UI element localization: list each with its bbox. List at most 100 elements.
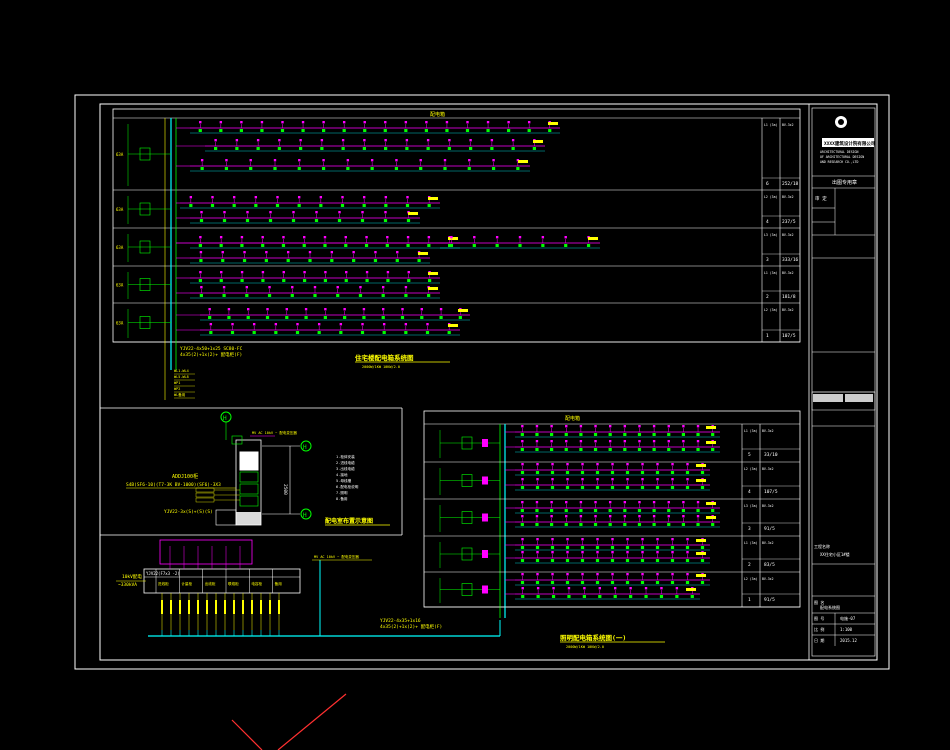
top-circuit-socket — [268, 286, 271, 289]
br-circuit-device — [520, 559, 525, 562]
br-circuit-socket — [521, 587, 524, 590]
top-row-phase: L2 (3a) — [764, 308, 778, 312]
svg-text:OF ARCHITECTURAL DESIGN: OF ARCHITECTURAL DESIGN — [820, 155, 864, 159]
br-circuit-socket — [667, 425, 670, 428]
br-circuit-device — [685, 486, 690, 489]
top-circuit-tag — [428, 197, 438, 200]
br-circuit-socket — [552, 587, 555, 590]
br-row-spec: BV-3x2 — [762, 577, 774, 581]
top-circuit-socket — [386, 236, 389, 239]
top-circuit-device — [235, 147, 239, 150]
top-circuit-socket — [342, 121, 346, 124]
top-circuit-socket — [303, 236, 306, 239]
top-circuit-socket — [200, 211, 203, 214]
top-circuit-device — [301, 129, 305, 132]
top-circuit-device — [297, 204, 301, 207]
br-circuit-socket — [521, 538, 524, 541]
br-circuit-device — [550, 581, 555, 584]
top-row-phase: L1 (3a) — [764, 123, 778, 127]
br-circuit-socket — [656, 573, 659, 576]
br-circuit-socket — [535, 440, 539, 443]
top-circuit-socket — [426, 323, 429, 326]
company-name: XXXX建筑设计院有限公司 — [824, 140, 876, 147]
top-circuit-tag — [548, 122, 558, 125]
br-row-value: 83/5 — [764, 562, 775, 568]
top-circuit-device — [449, 244, 454, 247]
br-panel-caption-sub: 2000W/1KW 10KW/2.0 — [566, 645, 604, 649]
top-circuit-socket — [361, 211, 364, 214]
br-circuit-tag — [696, 539, 706, 542]
br-circuit-socket — [611, 551, 614, 554]
br-circuit-device — [564, 448, 568, 451]
hv-feeder-label — [197, 600, 199, 614]
br-circuit-device — [535, 471, 540, 474]
br-circuit-socket — [608, 425, 612, 428]
hv-feeder-label — [188, 600, 190, 614]
top-circuit-socket — [381, 286, 385, 289]
top-circuit-device — [373, 259, 378, 262]
br-circuit-socket — [696, 425, 700, 428]
top-circuit-device — [516, 167, 520, 170]
top-circuit-device — [490, 147, 494, 150]
br-circuit-socket — [614, 587, 617, 590]
br-circuit-device — [652, 433, 656, 436]
top-circuit-device — [363, 129, 367, 132]
top-circuit-device — [267, 294, 272, 297]
br-circuit-device — [629, 595, 633, 598]
top-panel-caption-sub: 2000W/1KW 10KW/2.0 — [362, 365, 400, 369]
top-circuit-socket — [468, 159, 471, 162]
top-circuit-socket — [304, 308, 308, 311]
br-circuit-device — [667, 523, 671, 526]
top-circuit-device — [385, 244, 389, 247]
top-circuit-device — [239, 129, 243, 132]
top-circuit-device — [299, 147, 303, 150]
top-circuit-socket — [541, 236, 545, 239]
top-circuit-device — [240, 244, 244, 247]
br-circuit-device — [640, 486, 645, 489]
top-circuit-device — [252, 331, 256, 334]
top-circuit-device — [420, 316, 424, 319]
hv-feeder-label — [269, 600, 271, 614]
br-circuit-socket — [566, 478, 569, 481]
top-circuit-device — [491, 167, 496, 170]
top-circuit-socket — [189, 196, 193, 199]
br-circuit-device — [637, 509, 642, 512]
top-circuit-device — [219, 129, 223, 132]
top-feeder-text: YJV22-4x50+1x25 SC80-FC — [180, 346, 243, 352]
top-circuit-device — [467, 167, 471, 170]
br-circuit-device — [535, 433, 539, 436]
top-circuit-socket — [200, 159, 204, 162]
br-circuit-device — [696, 448, 700, 451]
br-circuit-socket — [566, 463, 569, 466]
br-circuit-socket — [551, 478, 554, 481]
detail-note: 6.配电柜说明 — [336, 484, 359, 489]
br-circuit-device — [711, 523, 715, 526]
top-circuit-device — [362, 316, 366, 319]
br-circuit-socket — [565, 440, 568, 443]
top-circuit-socket — [254, 196, 258, 199]
top-circuit-socket — [322, 121, 325, 124]
br-circuit-socket — [652, 515, 656, 518]
br-circuit-socket — [667, 501, 670, 504]
top-circuit-socket — [439, 308, 443, 311]
br-circuit-device — [520, 523, 524, 526]
top-circuit-socket — [256, 139, 260, 142]
top-circuit-socket — [386, 271, 390, 274]
top-circuit-device — [404, 331, 408, 334]
top-feeder-text-2: 4x35(2)+1x(2)+ 配电柜(F) — [180, 351, 242, 358]
br-circuit-rows — [505, 425, 720, 600]
top-circuit-device — [219, 244, 223, 247]
hv-feeder-label — [215, 600, 217, 614]
top-circuit-socket — [221, 251, 224, 254]
top-circuit-device — [302, 279, 307, 282]
br-feeder-text: YJV22-4x35+1x16 — [380, 618, 421, 624]
top-circuit-socket — [382, 308, 385, 311]
br-circuit-device — [625, 546, 630, 549]
br-circuit-device — [637, 523, 642, 526]
br-side-meter — [482, 439, 488, 447]
cabinet-title: YJV22(F7x3 -2) — [146, 571, 180, 576]
br-circuit-socket — [686, 573, 689, 576]
top-circuit-socket — [486, 121, 490, 124]
svg-text:日 期: 日 期 — [814, 637, 824, 643]
